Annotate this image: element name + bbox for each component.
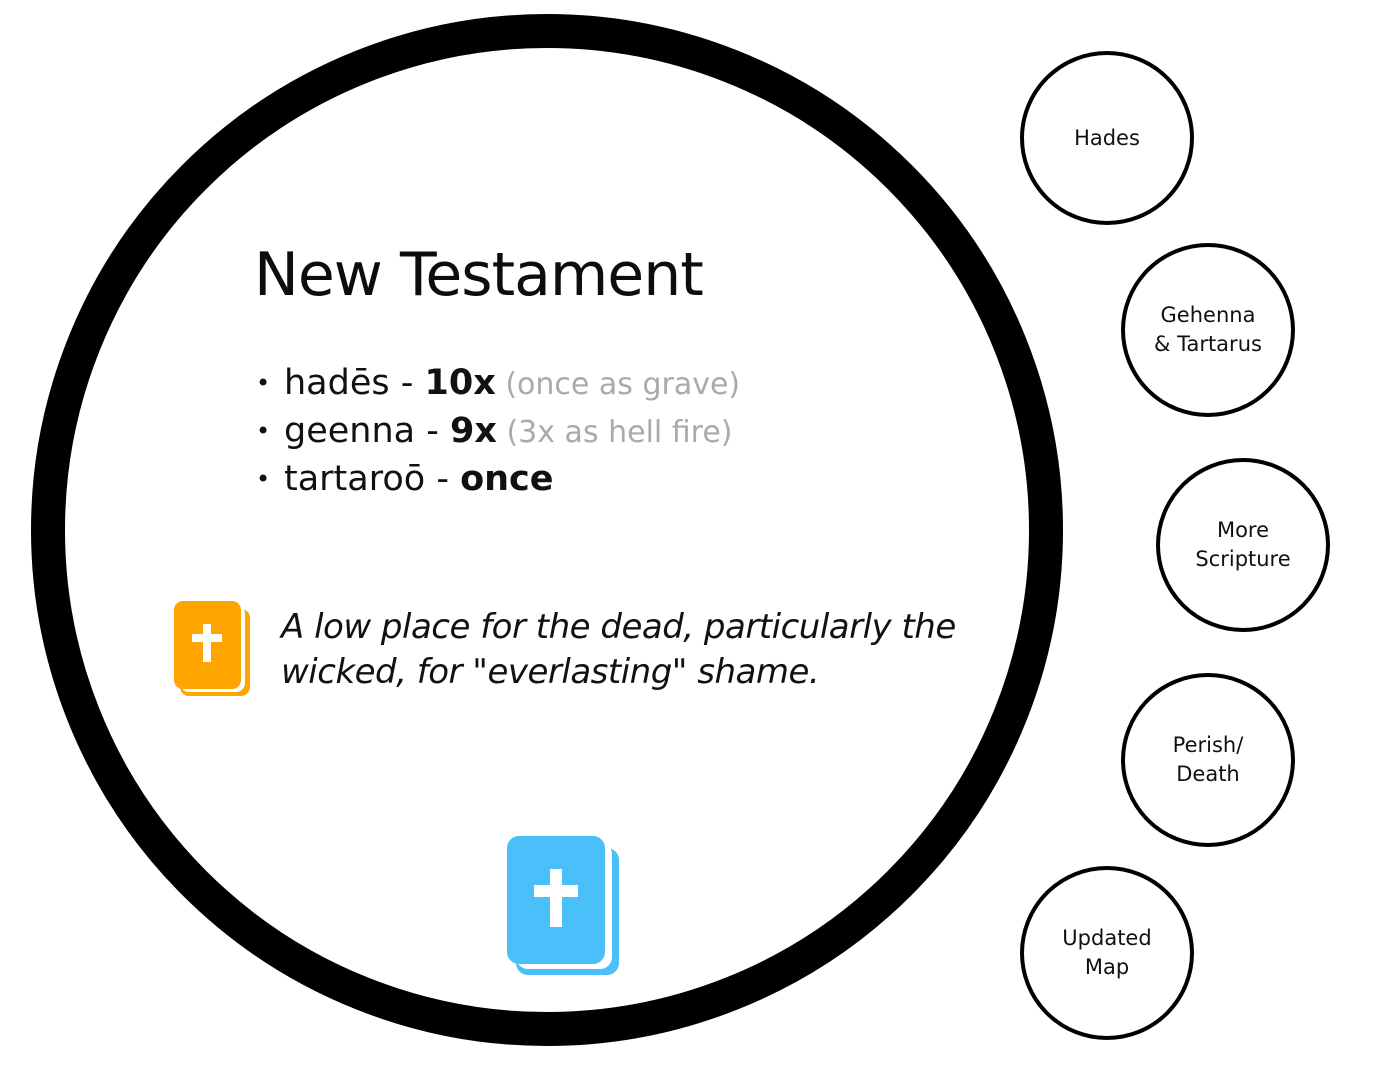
bible-button[interactable]: [506, 836, 620, 980]
nav-more-scripture-button[interactable]: More Scripture: [1156, 458, 1330, 632]
term-separator: -: [425, 459, 461, 499]
definition-text: A low place for the dead, particularly t…: [281, 607, 956, 692]
term-word: hadēs: [284, 363, 390, 403]
list-item: tartaroō - once: [254, 456, 740, 502]
nav-perish-death-button[interactable]: Perish/ Death: [1121, 673, 1295, 847]
term-list: hadēs - 10x (once as grave) geenna - 9x …: [254, 360, 740, 502]
bible-icon: [173, 601, 251, 701]
nav-gehenna-tartarus-button[interactable]: Gehenna & Tartarus: [1121, 243, 1295, 417]
list-item: geenna - 9x (3x as hell fire): [254, 408, 740, 456]
bible-icon: [507, 836, 619, 975]
term-count: 9x: [450, 411, 497, 451]
list-item: hadēs - 10x (once as grave): [254, 360, 740, 408]
term-note: (once as grave): [495, 367, 741, 402]
nav-hades-button[interactable]: Hades: [1020, 51, 1194, 225]
nav-updated-map-button[interactable]: Updated Map: [1020, 866, 1194, 1040]
page-title: New Testament: [254, 240, 704, 310]
term-count: once: [460, 459, 554, 499]
term-count: 10x: [424, 363, 496, 403]
term-word: geenna: [284, 411, 416, 451]
term-note: (3x as hell fire): [496, 415, 733, 450]
term-separator: -: [415, 411, 450, 451]
term-word: tartaroō: [284, 459, 426, 499]
term-separator: -: [389, 363, 425, 403]
